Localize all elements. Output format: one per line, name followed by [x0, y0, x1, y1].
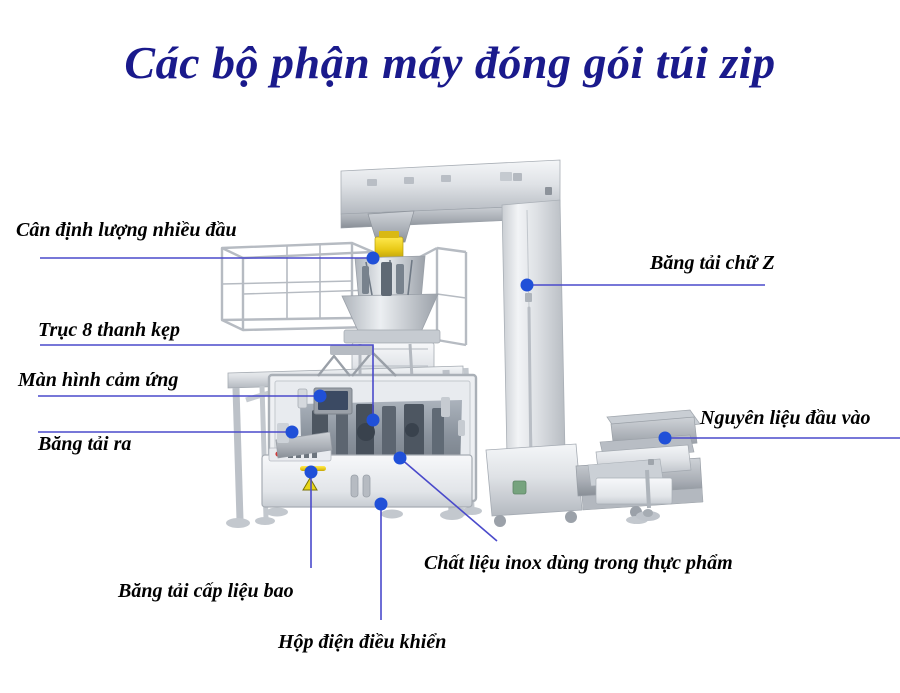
callout-label-raw-material-infeed: Nguyên liệu đầu vào	[700, 407, 871, 429]
marker-raw-material-infeed	[658, 431, 672, 445]
marker-multihead-weigher	[366, 251, 380, 265]
marker-z-type-conveyor	[520, 278, 534, 292]
marker-outfeed-conveyor	[285, 425, 299, 439]
callout-label-z-type-conveyor: Băng tải chữ Z	[650, 252, 775, 274]
leader-line-eight-clamp-shaft	[40, 344, 374, 420]
marker-food-grade-stainless-steel	[393, 451, 407, 465]
callout-label-outfeed-conveyor: Băng tải ra	[38, 433, 132, 455]
marker-eight-clamp-shaft	[366, 413, 380, 427]
page-title: Các bộ phận máy đóng gói túi zip	[124, 37, 776, 88]
leader-line-food-grade-stainless-steel	[399, 457, 498, 542]
callout-label-multihead-weigher: Cân định lượng nhiều đầu	[16, 219, 237, 241]
marker-touchscreen-hmi	[313, 389, 327, 403]
callout-label-electrical-control-box: Hộp điện điều khiển	[278, 631, 447, 653]
marker-bag-feeding-conveyor	[304, 465, 318, 479]
callout-label-food-grade-stainless-steel: Chất liệu inox dùng trong thực phẩm	[424, 552, 733, 574]
marker-electrical-control-box	[374, 497, 388, 511]
callout-label-touchscreen-hmi: Màn hình cảm ứng	[18, 369, 179, 391]
callout-label-bag-feeding-conveyor: Băng tải cấp liệu bao	[118, 580, 294, 602]
callout-label-eight-clamp-shaft: Trục 8 thanh kẹp	[38, 319, 181, 341]
